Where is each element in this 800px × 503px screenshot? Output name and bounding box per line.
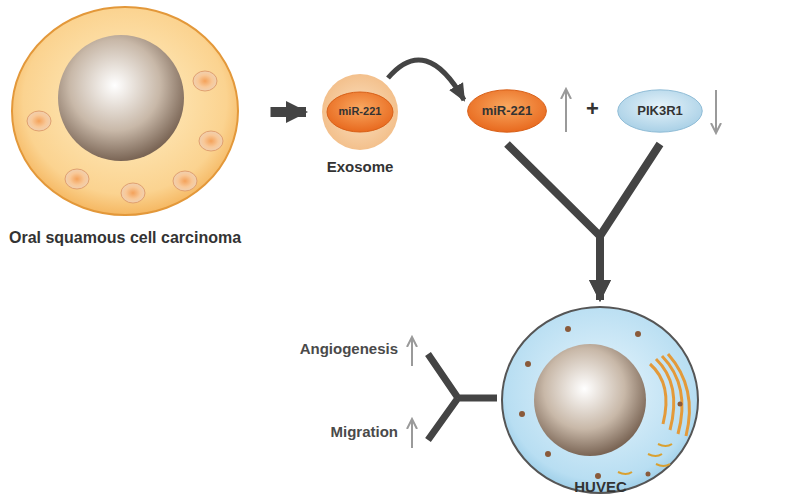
outcome-label: Migration xyxy=(331,423,399,440)
endothelial-cell: HUVEC xyxy=(498,304,703,500)
tumor-cell: Oral squamous cell carcinoma xyxy=(5,3,246,253)
cell-label: HUVEC xyxy=(498,478,703,495)
protein-label: PIK3R1 xyxy=(616,103,704,118)
tumor-cell-outline xyxy=(5,3,246,253)
protein-ellipse: PIK3R1 xyxy=(616,88,704,134)
plus-sign: + xyxy=(586,96,599,122)
mirna-label: miR-221 xyxy=(318,105,402,117)
exosome-label: Exosome xyxy=(318,158,402,175)
up-arrow xyxy=(411,420,413,448)
mirna-label: miR-221 xyxy=(466,103,548,118)
down-arrow xyxy=(715,90,717,132)
transfer-arrow xyxy=(388,60,464,100)
outcome-label: Angiogenesis xyxy=(300,340,398,357)
up-arrow xyxy=(565,90,567,132)
mirna-ellipse: miR-221 xyxy=(466,88,548,134)
flow-arrow xyxy=(271,107,307,117)
cell-label: Oral squamous cell carcinoma xyxy=(5,229,246,247)
merge-arrow xyxy=(507,144,600,300)
exosome: miR-221Exosome xyxy=(318,72,402,178)
merge-arrow xyxy=(600,144,660,300)
endothelial-cell-outline xyxy=(498,304,703,500)
outcome-bracket xyxy=(428,354,497,440)
up-arrow xyxy=(411,338,413,366)
